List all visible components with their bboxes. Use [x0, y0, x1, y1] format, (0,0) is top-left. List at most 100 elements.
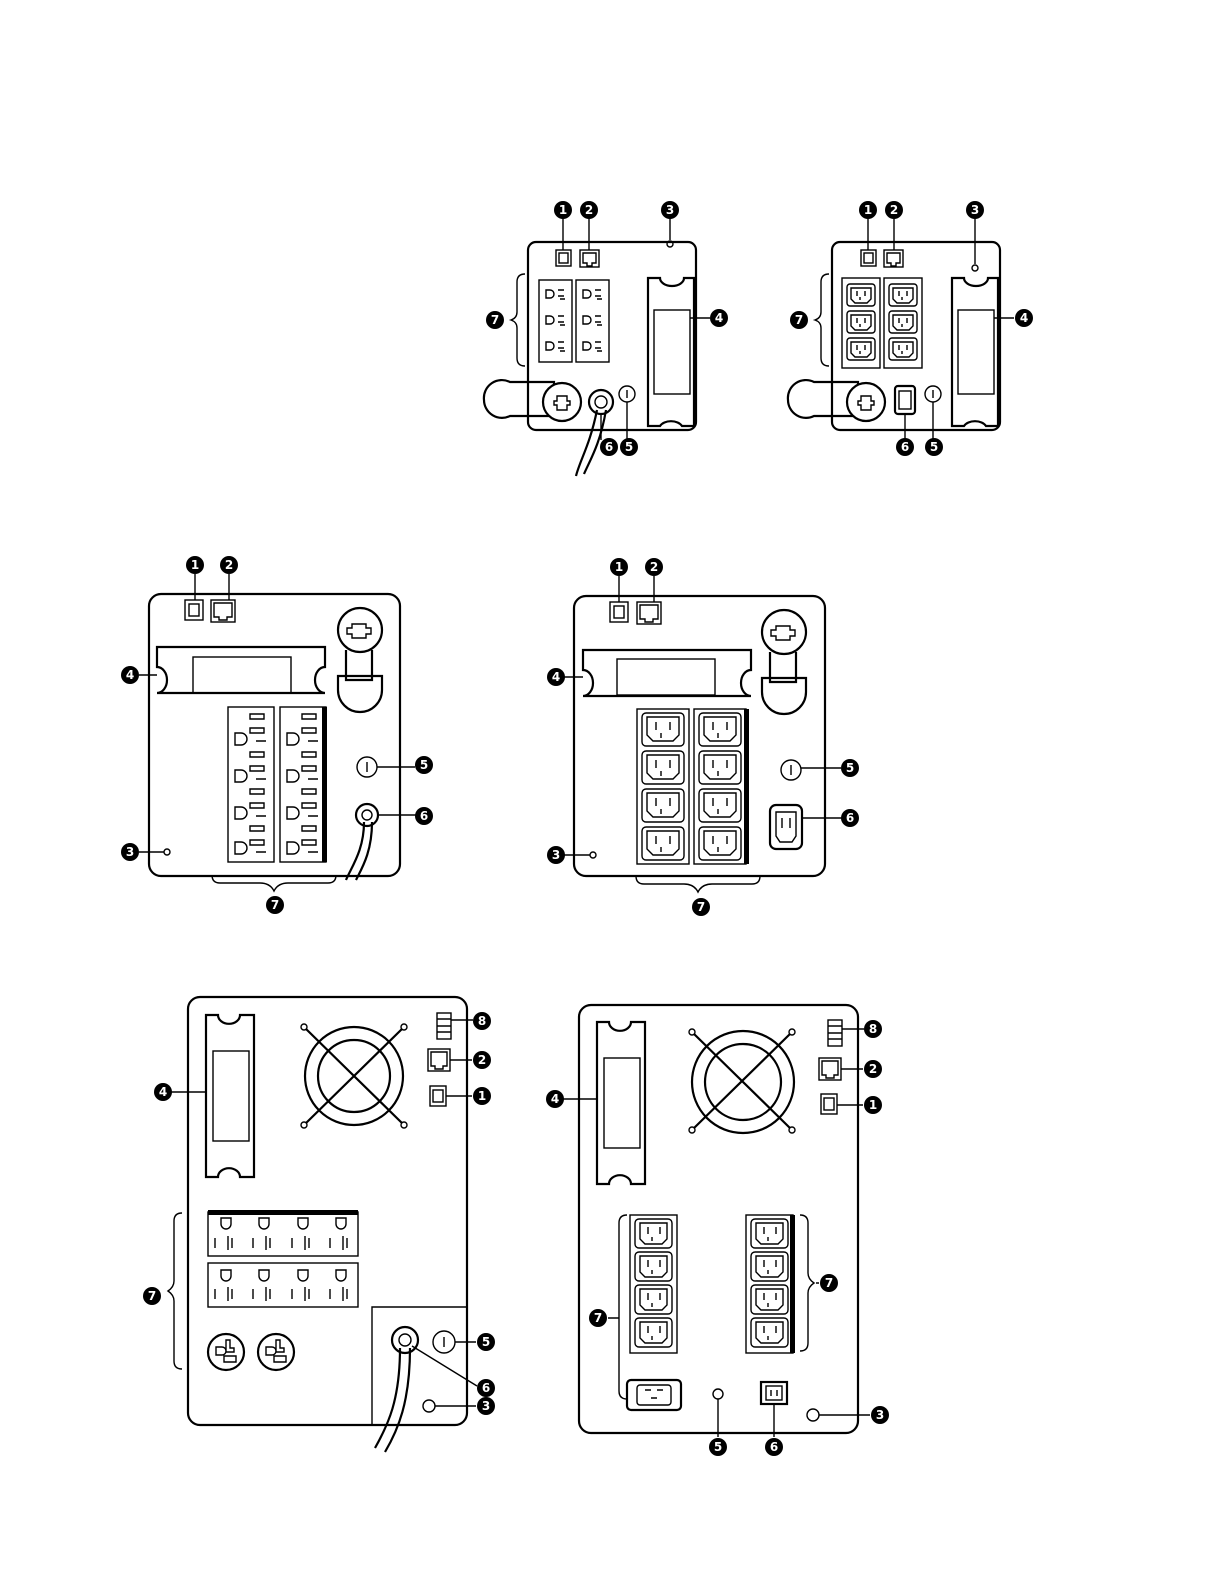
- svg-text:7: 7: [795, 313, 803, 327]
- svg-text:6: 6: [605, 440, 613, 454]
- unit-6-callout-2: 2: [864, 1060, 882, 1078]
- unit-1-callout-1: 1: [554, 201, 572, 219]
- unit-2-outlets-bracket: [815, 274, 829, 366]
- unit-6-callout-6: 6: [765, 1438, 783, 1456]
- svg-text:3: 3: [971, 203, 979, 217]
- svg-text:5: 5: [420, 758, 428, 772]
- unit-4-rear-panel: [564, 576, 842, 892]
- svg-text:1: 1: [869, 1098, 877, 1112]
- svg-text:4: 4: [552, 670, 560, 684]
- svg-text:2: 2: [650, 560, 658, 574]
- unit-4-outlets-bracket: [636, 876, 760, 892]
- unit-2-callout-3: 3: [966, 201, 984, 219]
- svg-text:3: 3: [482, 1399, 490, 1413]
- svg-text:6: 6: [482, 1381, 490, 1395]
- svg-text:2: 2: [585, 203, 593, 217]
- unit-4-callout-1: 1: [610, 558, 628, 576]
- unit-5-outlets-bracket: [168, 1213, 182, 1369]
- unit-3-outlets-bracket: [212, 875, 336, 891]
- svg-text:3: 3: [552, 848, 560, 862]
- unit-5-rear-panel: [168, 997, 477, 1452]
- unit-1-callout-7: 7: [486, 311, 504, 329]
- unit-2-callout-4: 4: [1015, 309, 1033, 327]
- svg-text:1: 1: [864, 203, 872, 217]
- unit-3-callout-2: 2: [220, 556, 238, 574]
- unit-1-outlets-bracket: [511, 274, 525, 366]
- svg-text:3: 3: [876, 1408, 884, 1422]
- svg-text:7: 7: [697, 900, 705, 914]
- unit-6-callout-1: 1: [864, 1096, 882, 1114]
- svg-text:4: 4: [126, 668, 134, 682]
- unit-3-callout-3: 3: [121, 843, 139, 861]
- unit-6-callout-5: 5: [709, 1438, 727, 1456]
- svg-text:8: 8: [869, 1022, 877, 1036]
- unit-6-callout-4: 4: [546, 1090, 564, 1108]
- svg-text:7: 7: [148, 1289, 156, 1303]
- unit-5-callout-8: 8: [473, 1012, 491, 1030]
- unit-1-callout-3: 3: [661, 201, 679, 219]
- unit-5-callout-4: 4: [154, 1083, 172, 1101]
- svg-text:1: 1: [478, 1089, 486, 1103]
- svg-text:5: 5: [930, 440, 938, 454]
- svg-text:6: 6: [901, 440, 909, 454]
- unit-4-callout-7: 7: [692, 898, 710, 916]
- svg-text:7: 7: [594, 1311, 602, 1325]
- unit-1-rear-panel: [484, 218, 710, 476]
- unit-4-cord-retainer: [762, 610, 806, 654]
- unit-3-callout-5: 5: [415, 756, 433, 774]
- unit-5-callout-3: 3: [477, 1397, 495, 1415]
- unit-5-callout-2: 2: [473, 1051, 491, 1069]
- svg-text:6: 6: [846, 811, 854, 825]
- svg-text:2: 2: [478, 1053, 486, 1067]
- unit-2-rear-panel: [788, 218, 1014, 440]
- svg-text:1: 1: [615, 560, 623, 574]
- unit-5-callout-6: 6: [477, 1379, 495, 1397]
- svg-text:4: 4: [159, 1085, 167, 1099]
- unit-4-callout-4: 4: [547, 668, 565, 686]
- svg-text:5: 5: [625, 440, 633, 454]
- svg-text:3: 3: [126, 845, 134, 859]
- unit-2-callout-2: 2: [885, 201, 903, 219]
- unit-4-callout-5: 5: [841, 759, 859, 777]
- svg-text:1: 1: [559, 203, 567, 217]
- svg-text:7: 7: [491, 313, 499, 327]
- svg-text:2: 2: [869, 1062, 877, 1076]
- unit-4-callout-2: 2: [645, 558, 663, 576]
- unit-5-callout-5: 5: [477, 1333, 495, 1351]
- unit-3-cord-retainer: [338, 608, 382, 652]
- unit-6-rear-panel: [563, 1005, 870, 1437]
- unit-4-callout-6: 6: [841, 809, 859, 827]
- svg-text:2: 2: [890, 203, 898, 217]
- unit-4-callout-3: 3: [547, 846, 565, 864]
- svg-text:4: 4: [551, 1092, 559, 1106]
- unit-3-callout-1: 1: [186, 556, 204, 574]
- svg-text:5: 5: [714, 1440, 722, 1454]
- svg-text:5: 5: [846, 761, 854, 775]
- svg-text:3: 3: [666, 203, 674, 217]
- unit-6-callout-7-left: 7: [589, 1309, 607, 1327]
- unit-1-callout-4: 4: [710, 309, 728, 327]
- unit-1-callout-6: 6: [600, 438, 618, 456]
- unit-2-callout-1: 1: [859, 201, 877, 219]
- unit-6-callout-3: 3: [871, 1406, 889, 1424]
- svg-text:4: 4: [1020, 311, 1028, 325]
- svg-text:2: 2: [225, 558, 233, 572]
- unit-6-callout-8: 8: [864, 1020, 882, 1038]
- svg-text:7: 7: [271, 898, 279, 912]
- svg-text:6: 6: [420, 809, 428, 823]
- unit-2-callout-7: 7: [790, 311, 808, 329]
- unit-3-callout-7: 7: [266, 896, 284, 914]
- svg-text:5: 5: [482, 1335, 490, 1349]
- svg-text:6: 6: [770, 1440, 778, 1454]
- svg-text:1: 1: [191, 558, 199, 572]
- unit-1-callout-2: 2: [580, 201, 598, 219]
- unit-3-callout-4: 4: [121, 666, 139, 684]
- unit-6-callout-7-right: 7: [820, 1274, 838, 1292]
- unit-5-callout-1: 1: [473, 1087, 491, 1105]
- svg-text:7: 7: [825, 1276, 833, 1290]
- unit-3-callout-6: 6: [415, 807, 433, 825]
- unit-3-rear-panel: [139, 574, 416, 891]
- unit-2-callout-5: 5: [925, 438, 943, 456]
- unit-2-callout-6: 6: [896, 438, 914, 456]
